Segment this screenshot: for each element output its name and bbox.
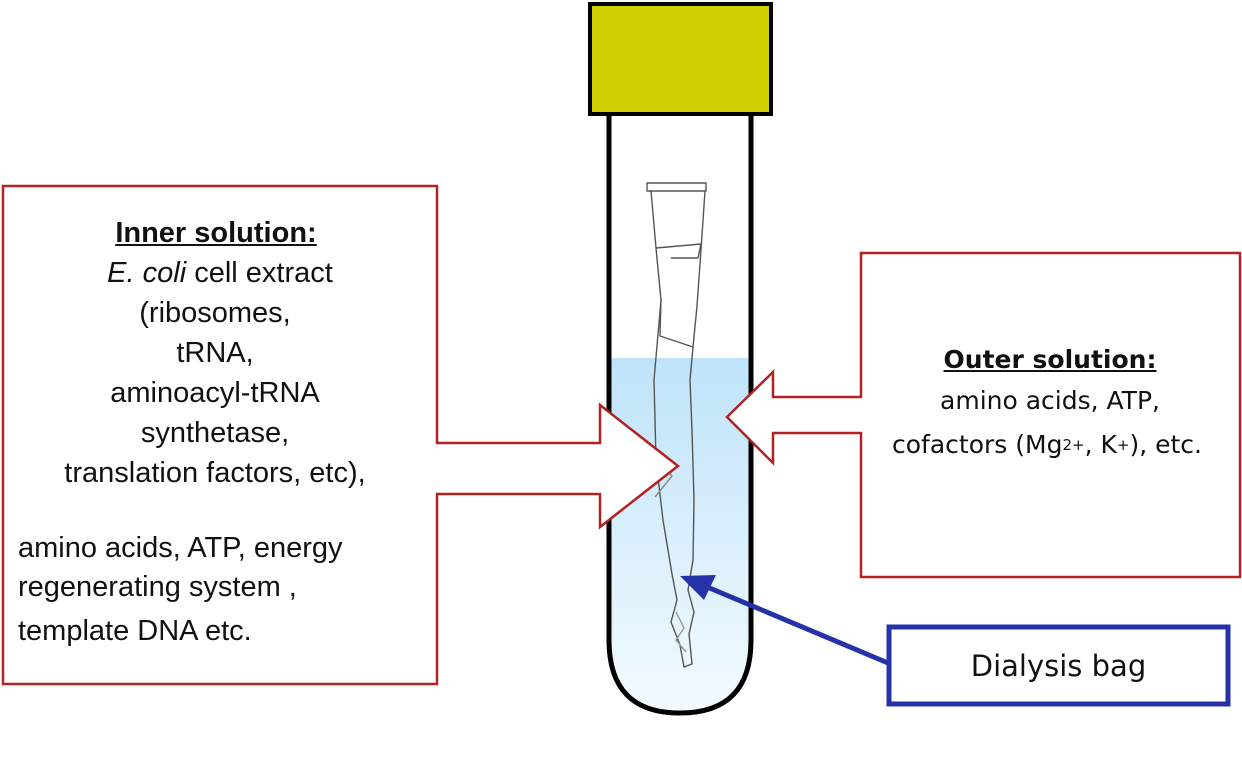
outer-line-2: cofactors (Mg2+, K+), etc. — [866, 423, 1228, 467]
k-charge: + — [1116, 436, 1130, 454]
organism-name: E. coli — [107, 257, 187, 289]
tube-liquid — [609, 358, 751, 713]
outer-line-1: amino acids, ATP, — [940, 386, 1160, 415]
dialysis-bag-drawing — [646, 182, 707, 668]
inner-line-9: template DNA etc. — [18, 615, 252, 647]
mg-charge: 2+ — [1062, 436, 1085, 454]
inner-line-3: tRNA, — [176, 337, 254, 369]
dialysis-pointer-line — [699, 581, 889, 666]
test-tube — [606, 114, 754, 716]
outer-solution-callout — [725, 251, 1242, 579]
inner-line-4: aminoacyl-tRNA — [110, 377, 320, 409]
dialysis-bag-label: Dialysis bag — [970, 649, 1147, 683]
outer-line-2-b: , K — [1084, 430, 1117, 459]
inner-line-8: regenerating system , — [18, 571, 297, 603]
inner-line-5: synthetase, — [140, 417, 290, 449]
inner-solution-callout — [1, 184, 681, 686]
inner-line-1-rest: cell extract — [186, 257, 333, 289]
inner-line-2: (ribosomes, — [139, 297, 291, 329]
tube-cap — [588, 2, 773, 116]
outer-line-2-c: ), etc. — [1129, 430, 1202, 459]
inner-line-1: E. coli cell extract — [0, 253, 440, 293]
inner-line-6: translation factors, etc), — [64, 457, 366, 489]
outer-solution-heading: Outer solution: — [943, 345, 1157, 374]
dialysis-pointer-arrowhead — [680, 575, 716, 600]
inner-solution-heading: Inner solution: — [115, 217, 317, 249]
outer-line-2-a: cofactors (Mg — [892, 430, 1063, 459]
dialysis-label-box — [886, 624, 1231, 707]
inner-line-7: amino acids, ATP, energy — [18, 532, 343, 564]
